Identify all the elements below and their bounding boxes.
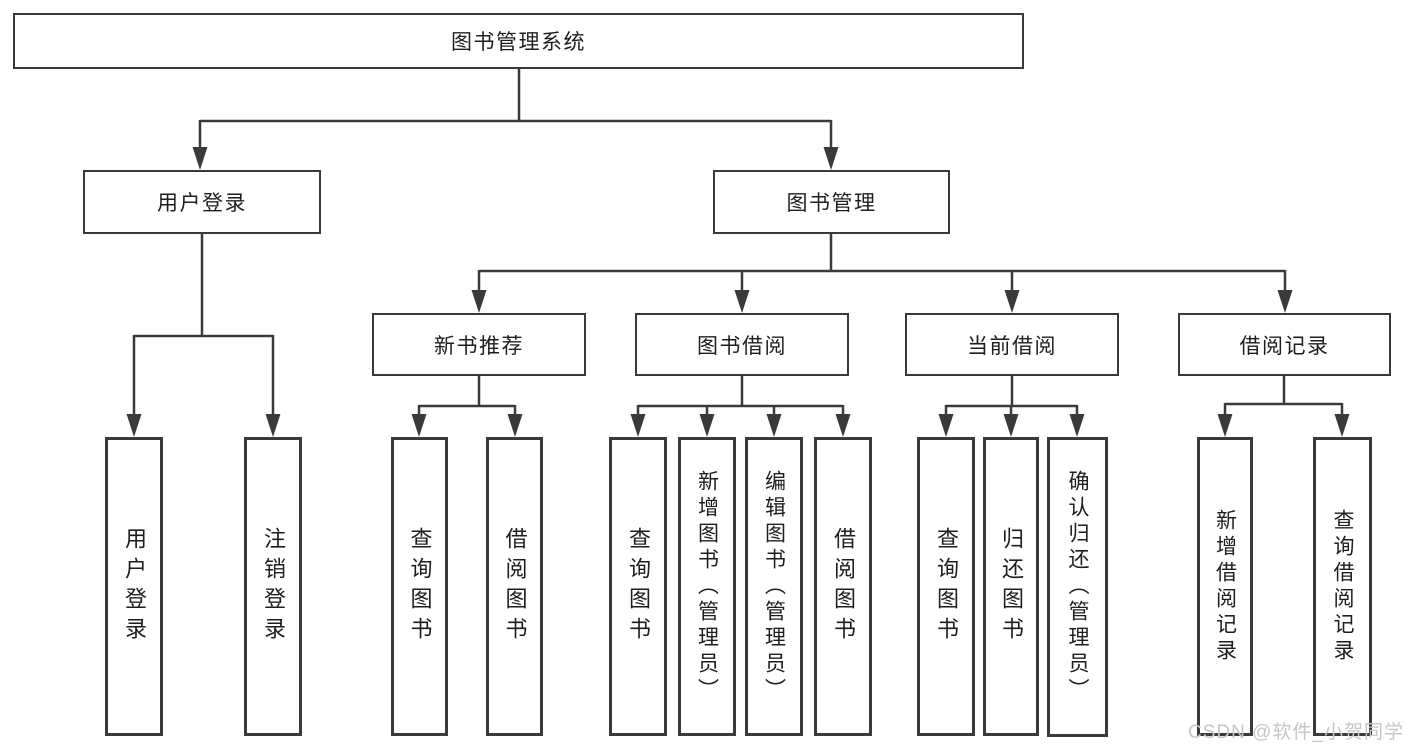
arrow-down-icon: [507, 414, 523, 437]
node-user-login: 用户登录: [83, 170, 321, 234]
leaf-borrow-books-recommend: 借阅图书: [486, 437, 543, 736]
leaf-add-borrow-record: 新增借阅记录: [1197, 437, 1253, 736]
arrow-down-icon: [1334, 414, 1350, 437]
leaf-edit-books-admin: 编辑图书（管理员）: [745, 437, 803, 736]
arrow-down-icon: [1277, 290, 1293, 313]
node-new-book-recommendation: 新书推荐: [372, 313, 586, 376]
leaf-query-books-recommend: 查询图书: [391, 437, 448, 736]
arrow-down-icon: [192, 147, 208, 170]
arrow-down-icon: [1004, 290, 1020, 313]
csdn-watermark: CSDN @软件_小贺同学: [1188, 722, 1404, 743]
arrow-down-icon: [471, 290, 487, 313]
leaf-return-books: 归还图书: [983, 437, 1039, 736]
arrow-down-icon: [1003, 414, 1019, 437]
node-book-management: 图书管理: [713, 170, 950, 234]
arrow-down-icon: [823, 147, 839, 170]
leaf-query-borrow-record: 查询借阅记录: [1313, 437, 1372, 736]
arrow-down-icon: [1069, 414, 1085, 437]
node-library-management-system: 图书管理系统: [13, 13, 1024, 69]
leaf-query-books-borrow: 查询图书: [609, 437, 667, 736]
leaf-logout: 注销登录: [244, 437, 302, 736]
arrow-down-icon: [630, 414, 646, 437]
node-borrowing-records: 借阅记录: [1178, 313, 1391, 376]
arrow-down-icon: [734, 290, 750, 313]
arrow-down-icon: [938, 414, 954, 437]
arrow-down-icon: [699, 414, 715, 437]
connector-paths: [132, 69, 1344, 417]
arrow-down-icon: [1217, 414, 1233, 437]
node-book-borrowing: 图书借阅: [635, 313, 849, 376]
leaf-query-books-current: 查询图书: [917, 437, 975, 736]
arrow-down-icon: [835, 414, 851, 437]
leaf-add-books-admin: 新增图书（管理员）: [678, 437, 736, 736]
arrow-down-icon: [126, 414, 142, 437]
leaf-user-login: 用户登录: [105, 437, 163, 736]
arrow-down-icon: [766, 414, 782, 437]
leaf-confirm-return-admin: 确认归还（管理员）: [1047, 437, 1108, 737]
arrowheads: [126, 147, 1350, 437]
arrow-down-icon: [411, 414, 427, 437]
arrow-down-icon: [265, 414, 281, 437]
leaf-borrow-books: 借阅图书: [814, 437, 872, 736]
node-current-borrowing: 当前借阅: [905, 313, 1119, 376]
